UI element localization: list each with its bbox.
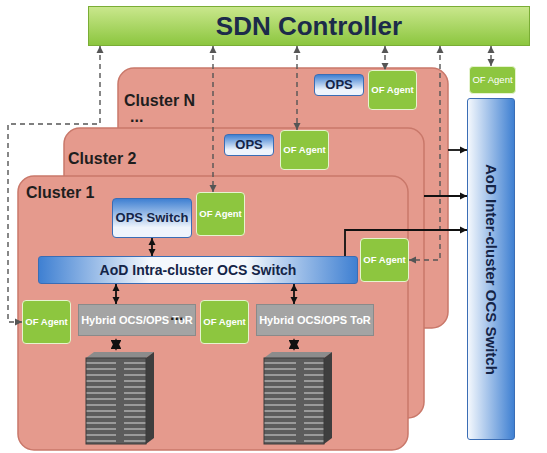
arrowhead [210, 46, 217, 53]
data-link [448, 147, 467, 154]
arrowhead [409, 257, 416, 264]
data-link [424, 193, 467, 200]
of-agent-box: OF Agent [196, 192, 245, 236]
control-link [488, 46, 495, 66]
connector-line [296, 46, 297, 130]
ops-switch-box: OPS [314, 74, 364, 96]
server-rack [86, 340, 154, 444]
control-link [382, 46, 389, 70]
arrowhead [382, 46, 389, 53]
cluster-fill [18, 176, 408, 450]
arrowhead [460, 147, 467, 154]
arrowhead [294, 46, 301, 53]
node-label: OF Agent [25, 317, 67, 328]
control-link [294, 46, 301, 130]
arrowhead [294, 123, 301, 130]
arrowhead [460, 193, 467, 200]
ellipsis-label: ... [130, 108, 143, 126]
data-link [291, 284, 298, 304]
data-link [113, 284, 120, 304]
tor-switch-box: Hybrid OCS/OPS ToR [256, 304, 374, 336]
of-agent-box: OF Agent [22, 300, 71, 344]
controller-box: SDN Controller [88, 6, 530, 46]
arrowhead [291, 284, 298, 291]
node-label: OPS Switch [116, 211, 189, 225]
ops-switch-box: OPS Switch [112, 198, 192, 238]
ops-switch-box: OPS [224, 134, 274, 156]
of-agent-box: OF Agent [469, 66, 516, 94]
cluster-label: Cluster 1 [26, 184, 94, 202]
arrowhead [149, 238, 156, 245]
arrowhead [291, 297, 298, 304]
arrowhead [210, 185, 217, 192]
arrowhead [460, 227, 467, 234]
node-label: OF Agent [203, 317, 245, 328]
node-label: OF Agent [199, 209, 241, 220]
ocs-switch-bar: AoD Intra-cluster OCS Switch [38, 256, 358, 284]
node-label: OF Agent [363, 255, 405, 266]
node-label: OF Agent [283, 145, 325, 156]
node-label: SDN Controller [216, 11, 402, 42]
node-label: AoD Inter-cluster OCS Switch [483, 164, 500, 375]
of-agent-box: OF Agent [360, 238, 409, 282]
cluster-panel: Cluster 1 OPS SwitchAoD Intra-cluster OCS… [18, 176, 408, 450]
node-label: OF Agent [371, 85, 413, 96]
node-label: AoD Intra-cluster OCS Switch [100, 262, 297, 278]
node-label: OPS [325, 78, 352, 92]
cluster-label: Cluster N [124, 92, 195, 110]
arrowhead [488, 46, 495, 53]
arrowhead [437, 46, 444, 53]
arrowhead [113, 284, 120, 291]
arrowhead [113, 297, 120, 304]
ellipsis-label: ... [170, 306, 183, 324]
control-link [210, 46, 217, 192]
arrowhead [97, 46, 104, 53]
node-label: Hybrid OCS/OPS ToR [259, 314, 371, 327]
node-label: OF Agent [472, 75, 512, 86]
of-agent-box: OF Agent [200, 300, 249, 344]
of-agent-box: OF Agent [280, 130, 329, 170]
ocs-switch-bar: AoD Inter-cluster OCS Switch [467, 98, 515, 440]
data-link [149, 238, 156, 256]
cluster-label: Cluster 2 [68, 150, 136, 168]
arrowhead [149, 249, 156, 256]
arrowhead [15, 319, 22, 326]
of-agent-box: OF Agent [368, 70, 417, 110]
arrowhead [382, 63, 389, 70]
server-rack [264, 340, 332, 444]
node-label: OPS [235, 138, 262, 152]
arrowhead [488, 59, 495, 66]
connector-line [212, 46, 213, 192]
